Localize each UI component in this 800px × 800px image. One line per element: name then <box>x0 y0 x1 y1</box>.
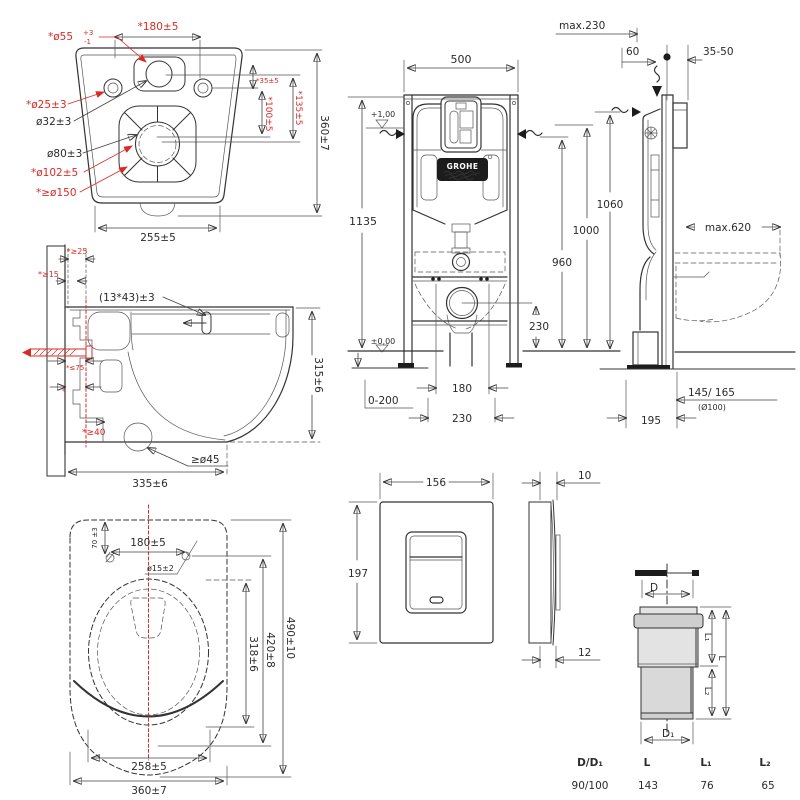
table-value-l1: 76 <box>700 780 714 792</box>
flush-actuation-arrow <box>652 65 662 97</box>
water-supply-arrow-right <box>517 129 543 139</box>
dim-slot-label: (13*43)±3 <box>99 292 155 304</box>
dim-230-frame-label: 230 <box>452 413 472 425</box>
dim-ge25-label: *≥25 <box>67 247 88 256</box>
dim-d150-label: *≥ø150 <box>36 187 77 199</box>
bowl-side-view: *≥25 *≥15 *≤75 * *≥40 (13*43)±3 315±6 33… <box>22 244 324 490</box>
dim-135-label: *135±5 <box>293 91 303 126</box>
pipe-dimension-table: D/D₁ L L₁ L₂ 90/100 143 76 65 <box>572 757 775 792</box>
dim-max230-label: max.230 <box>559 20 605 32</box>
dim-60-label: 60 <box>626 46 639 58</box>
table-header-dd1: D/D₁ <box>577 757 603 769</box>
dim-l2-label: L₂ <box>702 687 712 696</box>
dim-l-label: L <box>716 655 726 660</box>
dim-0-200-label: 0-200 <box>368 395 399 407</box>
dim-180-frame-label: 180 <box>452 383 472 395</box>
table-header-l2: L₂ <box>759 757 771 769</box>
dim-156-label: 156 <box>426 477 446 489</box>
dim-195-label: 195 <box>641 415 661 427</box>
dim-180-seat-label: 180±5 <box>130 537 166 549</box>
dim-d100-label: (Ø100) <box>698 402 726 412</box>
bowl-top-view: *180±5 *ø55 +3 -1 *35±5 *100±5 *135±5 36… <box>26 21 330 244</box>
table-value-l2: 65 <box>761 780 774 792</box>
dim-d102-label: *ø102±5 <box>31 167 78 179</box>
dim-d32-label: ø32±3 <box>36 116 71 128</box>
dim-490-label: 490±10 <box>284 617 296 659</box>
dim-315-label: 315±6 <box>312 357 324 393</box>
dim-1135-label: 1135 <box>349 215 377 228</box>
dim-max620-label: max.620 <box>705 222 751 234</box>
dim-960-label: 960 <box>552 257 572 269</box>
dim-420-label: 420±8 <box>264 632 276 668</box>
dim-d1-label: D₁ <box>662 728 674 740</box>
water-supply-arrow-left <box>379 129 405 139</box>
dim-d15-label: ø15±2 <box>147 564 174 573</box>
footnote-star: * <box>62 387 66 396</box>
valve-icon <box>644 126 658 140</box>
dim-1060-label: 1060 <box>597 199 624 211</box>
seat-plan-view: 70 ±3 180±5 ø15±2 318±6 420±8 490±10 258… <box>69 504 296 797</box>
table-value-dd1: 90/100 <box>572 780 609 792</box>
fixing-point-dot <box>663 53 671 61</box>
dim-d55-tol-plus: +3 <box>83 29 93 37</box>
dim-d25-label: *ø25±3 <box>26 99 67 111</box>
dim-1000-label: 1000 <box>573 225 600 237</box>
frame-front-view: GROHE 500 1 <box>347 53 621 425</box>
dim-d55-tol-minus: -1 <box>84 38 91 46</box>
table-header-l1: L₁ <box>700 757 712 769</box>
table-value-l: 143 <box>638 780 658 792</box>
dim-10-label: 10 <box>578 470 591 482</box>
dim-100-label: *100±5 <box>263 97 273 132</box>
grohe-logo: GROHE <box>437 154 493 181</box>
brand-label: GROHE <box>447 162 479 171</box>
dim-3550-label: 35-50 <box>703 46 734 58</box>
plate-wall-hatch <box>528 501 552 644</box>
dim-le75-label: *≤75 <box>66 364 84 372</box>
flush-plate-view: 156 197 10 12 <box>348 470 601 669</box>
dim-180-label: *180±5 <box>138 21 179 33</box>
dim-ge15-label: *≥15 <box>38 270 59 279</box>
dim-70-label: 70 ±3 <box>91 527 99 548</box>
dim-255-label: 255±5 <box>140 232 176 244</box>
dim-360-label: 360±7 <box>318 115 330 151</box>
dim-d80-label: ø80±3 <box>47 148 82 160</box>
dim-d-label: D <box>650 582 658 594</box>
flush-button-indicator <box>429 596 444 604</box>
dim-35-label: *35±5 <box>256 77 279 85</box>
dim-197-label: 197 <box>348 568 368 580</box>
level-plus-label: +1,00 <box>371 110 396 119</box>
frame-side-view: max.230 60 35-50 1060 max.620 <box>555 20 796 429</box>
dim-145-165-label: 145/ 165 <box>688 387 735 399</box>
dim-500-label: 500 <box>451 53 472 66</box>
dim-335-label: 335±6 <box>132 478 168 490</box>
anchor-screw <box>22 345 93 360</box>
dim-l1-label: L₁ <box>702 633 712 642</box>
level-zero-label: ±0,00 <box>371 337 396 346</box>
dim-12-label: 12 <box>578 647 591 659</box>
pipe-connector-view: D D₁ L₁ L L₂ <box>633 563 732 745</box>
dim-318-label: 318±6 <box>247 636 259 672</box>
dim-230-outlet-label: 230 <box>529 321 549 333</box>
dim-258-label: 258±5 <box>131 761 167 773</box>
dim-d55-label: *ø55 <box>48 31 73 43</box>
table-header-l: L <box>644 757 651 769</box>
dim-ge40-label: *≥40 <box>82 428 106 438</box>
water-supply-arrow-side <box>611 106 641 117</box>
dim-d45-label: ≥ø45 <box>191 454 220 466</box>
dim-360-seat-label: 360±7 <box>131 785 167 797</box>
